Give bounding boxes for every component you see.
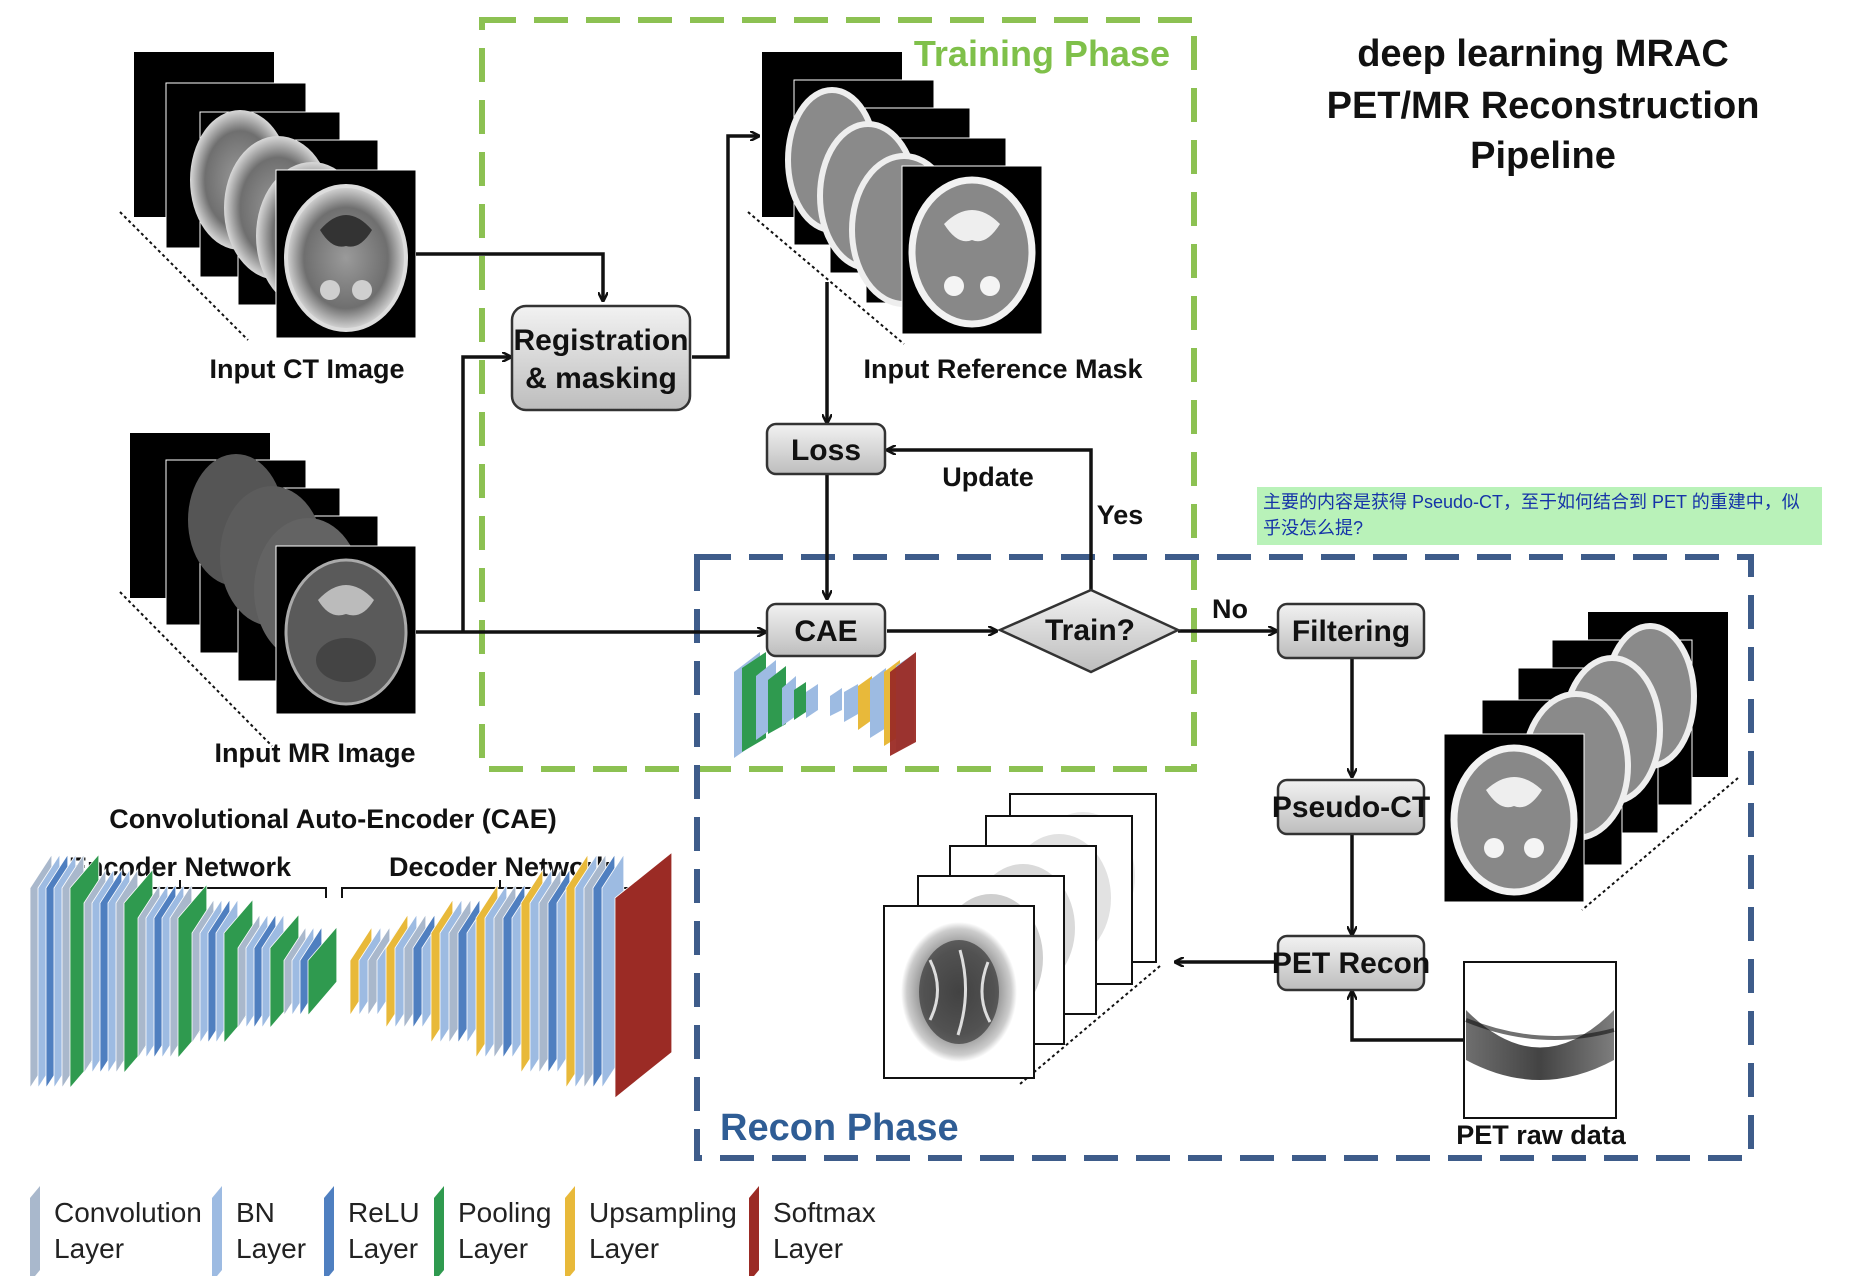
pet-image-stack: [883, 793, 1161, 1085]
registration-label-line1: Registration: [513, 324, 688, 357]
legend-label-line2: Layer: [773, 1233, 843, 1264]
registration-label-line2: & masking: [525, 362, 677, 395]
legend-label-line1: ReLU: [348, 1197, 420, 1228]
legend-swatch: [324, 1186, 334, 1281]
legend-label-line1: Softmax: [773, 1197, 876, 1228]
cae-label: CAE: [794, 615, 857, 648]
cae-section-title: Convolutional Auto-Encoder (CAE): [109, 804, 556, 834]
filtering-label: Filtering: [1292, 615, 1410, 648]
train-label: Train?: [1045, 614, 1135, 647]
ct-to-registration-arrow: [416, 252, 603, 300]
pet-recon-label: PET Recon: [1272, 947, 1430, 980]
registration-to-mask-arrow: [692, 136, 758, 359]
legend-label-line1: Upsampling: [589, 1197, 737, 1228]
legend-label-line2: Layer: [589, 1233, 659, 1264]
mask-image-label: Input Reference Mask: [863, 354, 1143, 384]
diagram-title-line3: Pipeline: [1470, 135, 1616, 177]
annotation-note: 主要的内容是获得 Pseudo-CT，至于如何结合到 PET 的重建中，似乎没怎…: [1257, 487, 1822, 545]
cae-architecture-diagram: [29, 851, 673, 1099]
legend-swatch: [749, 1186, 759, 1281]
cae-layer-slab: [307, 925, 338, 1017]
diagram-title-line2: PET/MR Reconstruction: [1327, 85, 1760, 127]
mr-image-label: Input MR Image: [215, 738, 416, 768]
mask-image-stack: [747, 52, 1043, 345]
legend-label-line2: Layer: [54, 1233, 124, 1264]
legend-label-line1: BN: [236, 1197, 275, 1228]
legend-swatch: [212, 1186, 222, 1281]
cae-box: CAE: [765, 602, 887, 658]
pet-raw-data-image: [1463, 961, 1617, 1119]
update-edge-label: Update: [942, 462, 1034, 492]
loss-box: Loss: [765, 422, 887, 476]
legend-label-line2: Layer: [348, 1233, 418, 1264]
legend-label-line2: Layer: [458, 1233, 528, 1264]
registration-box: Registration & masking: [510, 304, 692, 412]
train-decision-diamond: Train?: [996, 588, 1181, 674]
recon-phase-label: Recon Phase: [720, 1107, 959, 1149]
pet-raw-data-label: PET raw data: [1456, 1120, 1627, 1150]
petraw-to-petrecon-arrow: [1352, 992, 1464, 1042]
recon-phase-frame: [694, 554, 1754, 1161]
filtering-box: Filtering: [1276, 602, 1426, 660]
pet-recon-box: PET Recon: [1272, 934, 1430, 992]
pseudo-ct-box: Pseudo-CT: [1272, 778, 1430, 836]
mr-image-stack: [119, 433, 417, 747]
pseudo-ct-image-stack: [1443, 612, 1739, 911]
yes-edge-label: Yes: [1097, 500, 1144, 530]
legend-swatch: [30, 1186, 40, 1281]
legend-label-line1: Convolution: [54, 1197, 202, 1228]
training-phase-label: Training Phase: [914, 33, 1170, 74]
cae-mini-icon: [734, 652, 916, 758]
diagram-title-line1: deep learning MRAC: [1357, 33, 1729, 75]
legend-label-line1: Pooling: [458, 1197, 551, 1228]
ct-image-stack: [119, 52, 417, 341]
loss-label: Loss: [791, 434, 861, 467]
legend-swatch: [565, 1186, 575, 1281]
connectors: [416, 136, 1464, 1042]
ct-image-label: Input CT Image: [210, 354, 405, 384]
legend-swatch: [434, 1186, 444, 1281]
mr-to-registration-arrow: [461, 357, 510, 632]
no-edge-label: No: [1212, 594, 1248, 624]
legend-label-line2: Layer: [236, 1233, 306, 1264]
train-yes-update-arrow: [888, 450, 1093, 590]
pseudo-ct-label: Pseudo-CT: [1272, 791, 1430, 824]
cae-layer-slab: [614, 851, 673, 1099]
